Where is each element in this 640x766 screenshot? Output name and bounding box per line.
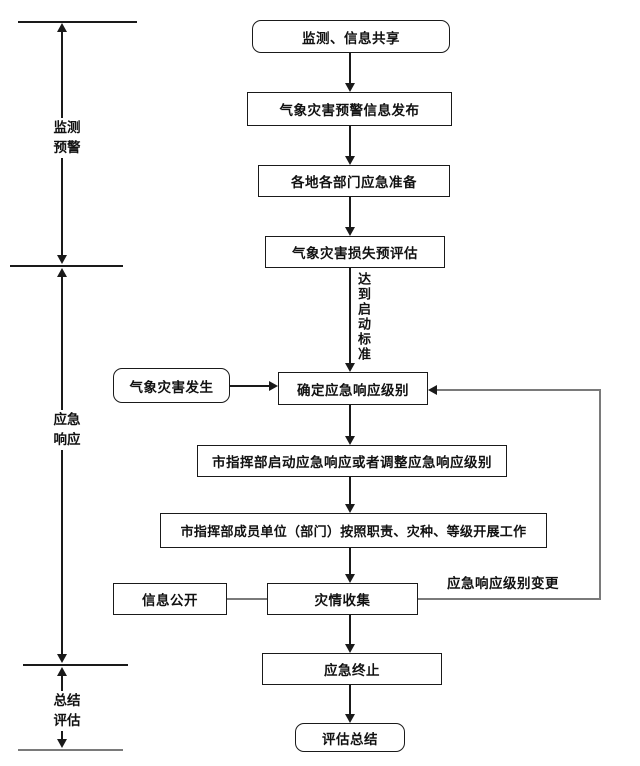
stage-label-summary-evaluation: 总结 评估 — [45, 691, 89, 731]
stage-tick-bottom — [18, 749, 123, 751]
arrowhead-down-icon — [345, 574, 355, 583]
node-dept-prepare: 各地各部门应急准备 — [258, 165, 450, 197]
node-members-work: 市指挥部成员单位（部门）按照职责、灾种、等级开展工作 — [160, 513, 547, 548]
node-label: 气象灾害发生 — [129, 379, 214, 395]
arrow-members-to-collection — [349, 548, 351, 574]
arrow-preassess-to-determine — [349, 268, 351, 363]
feedback-line-right — [599, 389, 601, 600]
stage2-arrow-down-icon — [57, 654, 67, 663]
stage2-line — [61, 277, 63, 654]
edge-label-reach-start-standard: 达到启动标准 — [356, 272, 371, 362]
node-monitor-share: 监测、信息共享 — [252, 20, 450, 53]
stage-tick-mid1 — [10, 265, 123, 267]
stage3-arrow-up-icon — [57, 667, 67, 676]
arrowhead-down-icon — [345, 504, 355, 513]
stage3-arrow-down-icon — [57, 739, 67, 748]
node-info-disclosure: 信息公开 — [113, 583, 227, 615]
arrowhead-left-icon — [428, 385, 437, 395]
arrowhead-down-icon — [345, 83, 355, 92]
node-loss-preassess: 气象灾害损失预评估 — [265, 236, 445, 268]
arrow-determine-to-start — [349, 405, 351, 436]
arrow-termination-to-summary — [349, 685, 351, 714]
node-warning-release: 气象灾害预警信息发布 — [247, 92, 452, 126]
stage1-arrow-down-icon — [57, 255, 67, 264]
arrow-start-to-members — [349, 477, 351, 504]
arrow-monitor-to-release — [349, 53, 351, 83]
stage-label-line1: 应急 — [53, 412, 81, 427]
arrowhead-down-icon — [345, 227, 355, 236]
arrowhead-right-icon — [269, 381, 278, 391]
node-determine-level: 确定应急响应级别 — [278, 372, 428, 405]
node-disaster-collection: 灾情收集 — [267, 583, 418, 615]
arrow-prepare-to-preassess — [349, 197, 351, 227]
node-label: 气象灾害损失预评估 — [292, 246, 418, 261]
stage-tick-mid2 — [23, 664, 128, 666]
arrowhead-down-icon — [345, 156, 355, 165]
stage2-arrow-up-icon — [57, 268, 67, 277]
arrow-collection-to-termination — [349, 615, 351, 644]
node-label: 确定应急响应级别 — [297, 382, 409, 398]
arrowhead-down-icon — [345, 714, 355, 723]
node-label: 评估总结 — [322, 731, 378, 747]
stage-label-monitoring-warning: 监测 预警 — [45, 118, 89, 158]
stage-tick-top — [18, 21, 137, 23]
node-start-or-adjust: 市指挥部启动应急响应或者调整应急响应级别 — [197, 445, 507, 477]
stage1-arrow-up-icon — [57, 23, 67, 32]
node-disaster-occur: 气象灾害发生 — [113, 368, 230, 403]
arrowhead-down-icon — [345, 644, 355, 653]
stage-label-line2: 预警 — [53, 140, 81, 155]
feedback-line-bottom — [418, 598, 601, 600]
node-label: 信息公开 — [142, 593, 198, 608]
stage-label-line1: 监测 — [53, 120, 81, 135]
node-label: 应急终止 — [324, 663, 380, 678]
node-label: 监测、信息共享 — [302, 30, 400, 46]
node-label: 市指挥部成员单位（部门）按照职责、灾种、等级开展工作 — [180, 524, 527, 539]
stage-label-line2: 评估 — [53, 713, 81, 728]
stage-label-line1: 总结 — [53, 693, 81, 708]
arrowhead-down-icon — [345, 436, 355, 445]
node-label: 气象灾害预警信息发布 — [279, 103, 420, 118]
stage-label-emergency-response: 应急 响应 — [45, 410, 89, 450]
feedback-line-top — [437, 389, 601, 391]
node-evaluation-summary: 评估总结 — [295, 723, 405, 752]
arrowhead-down-icon — [345, 363, 355, 372]
node-emergency-termination: 应急终止 — [262, 653, 442, 685]
stage-label-line2: 响应 — [53, 432, 81, 447]
connector-disclosure-collection — [227, 598, 267, 600]
edge-label-response-level-change: 应急响应级别变更 — [447, 576, 559, 591]
arrow-release-to-prepare — [349, 126, 351, 156]
node-label: 灾情收集 — [314, 593, 371, 608]
node-label: 市指挥部启动应急响应或者调整应急响应级别 — [212, 455, 492, 470]
node-label: 各地各部门应急准备 — [291, 175, 417, 190]
arrow-occur-to-determine — [230, 385, 269, 387]
